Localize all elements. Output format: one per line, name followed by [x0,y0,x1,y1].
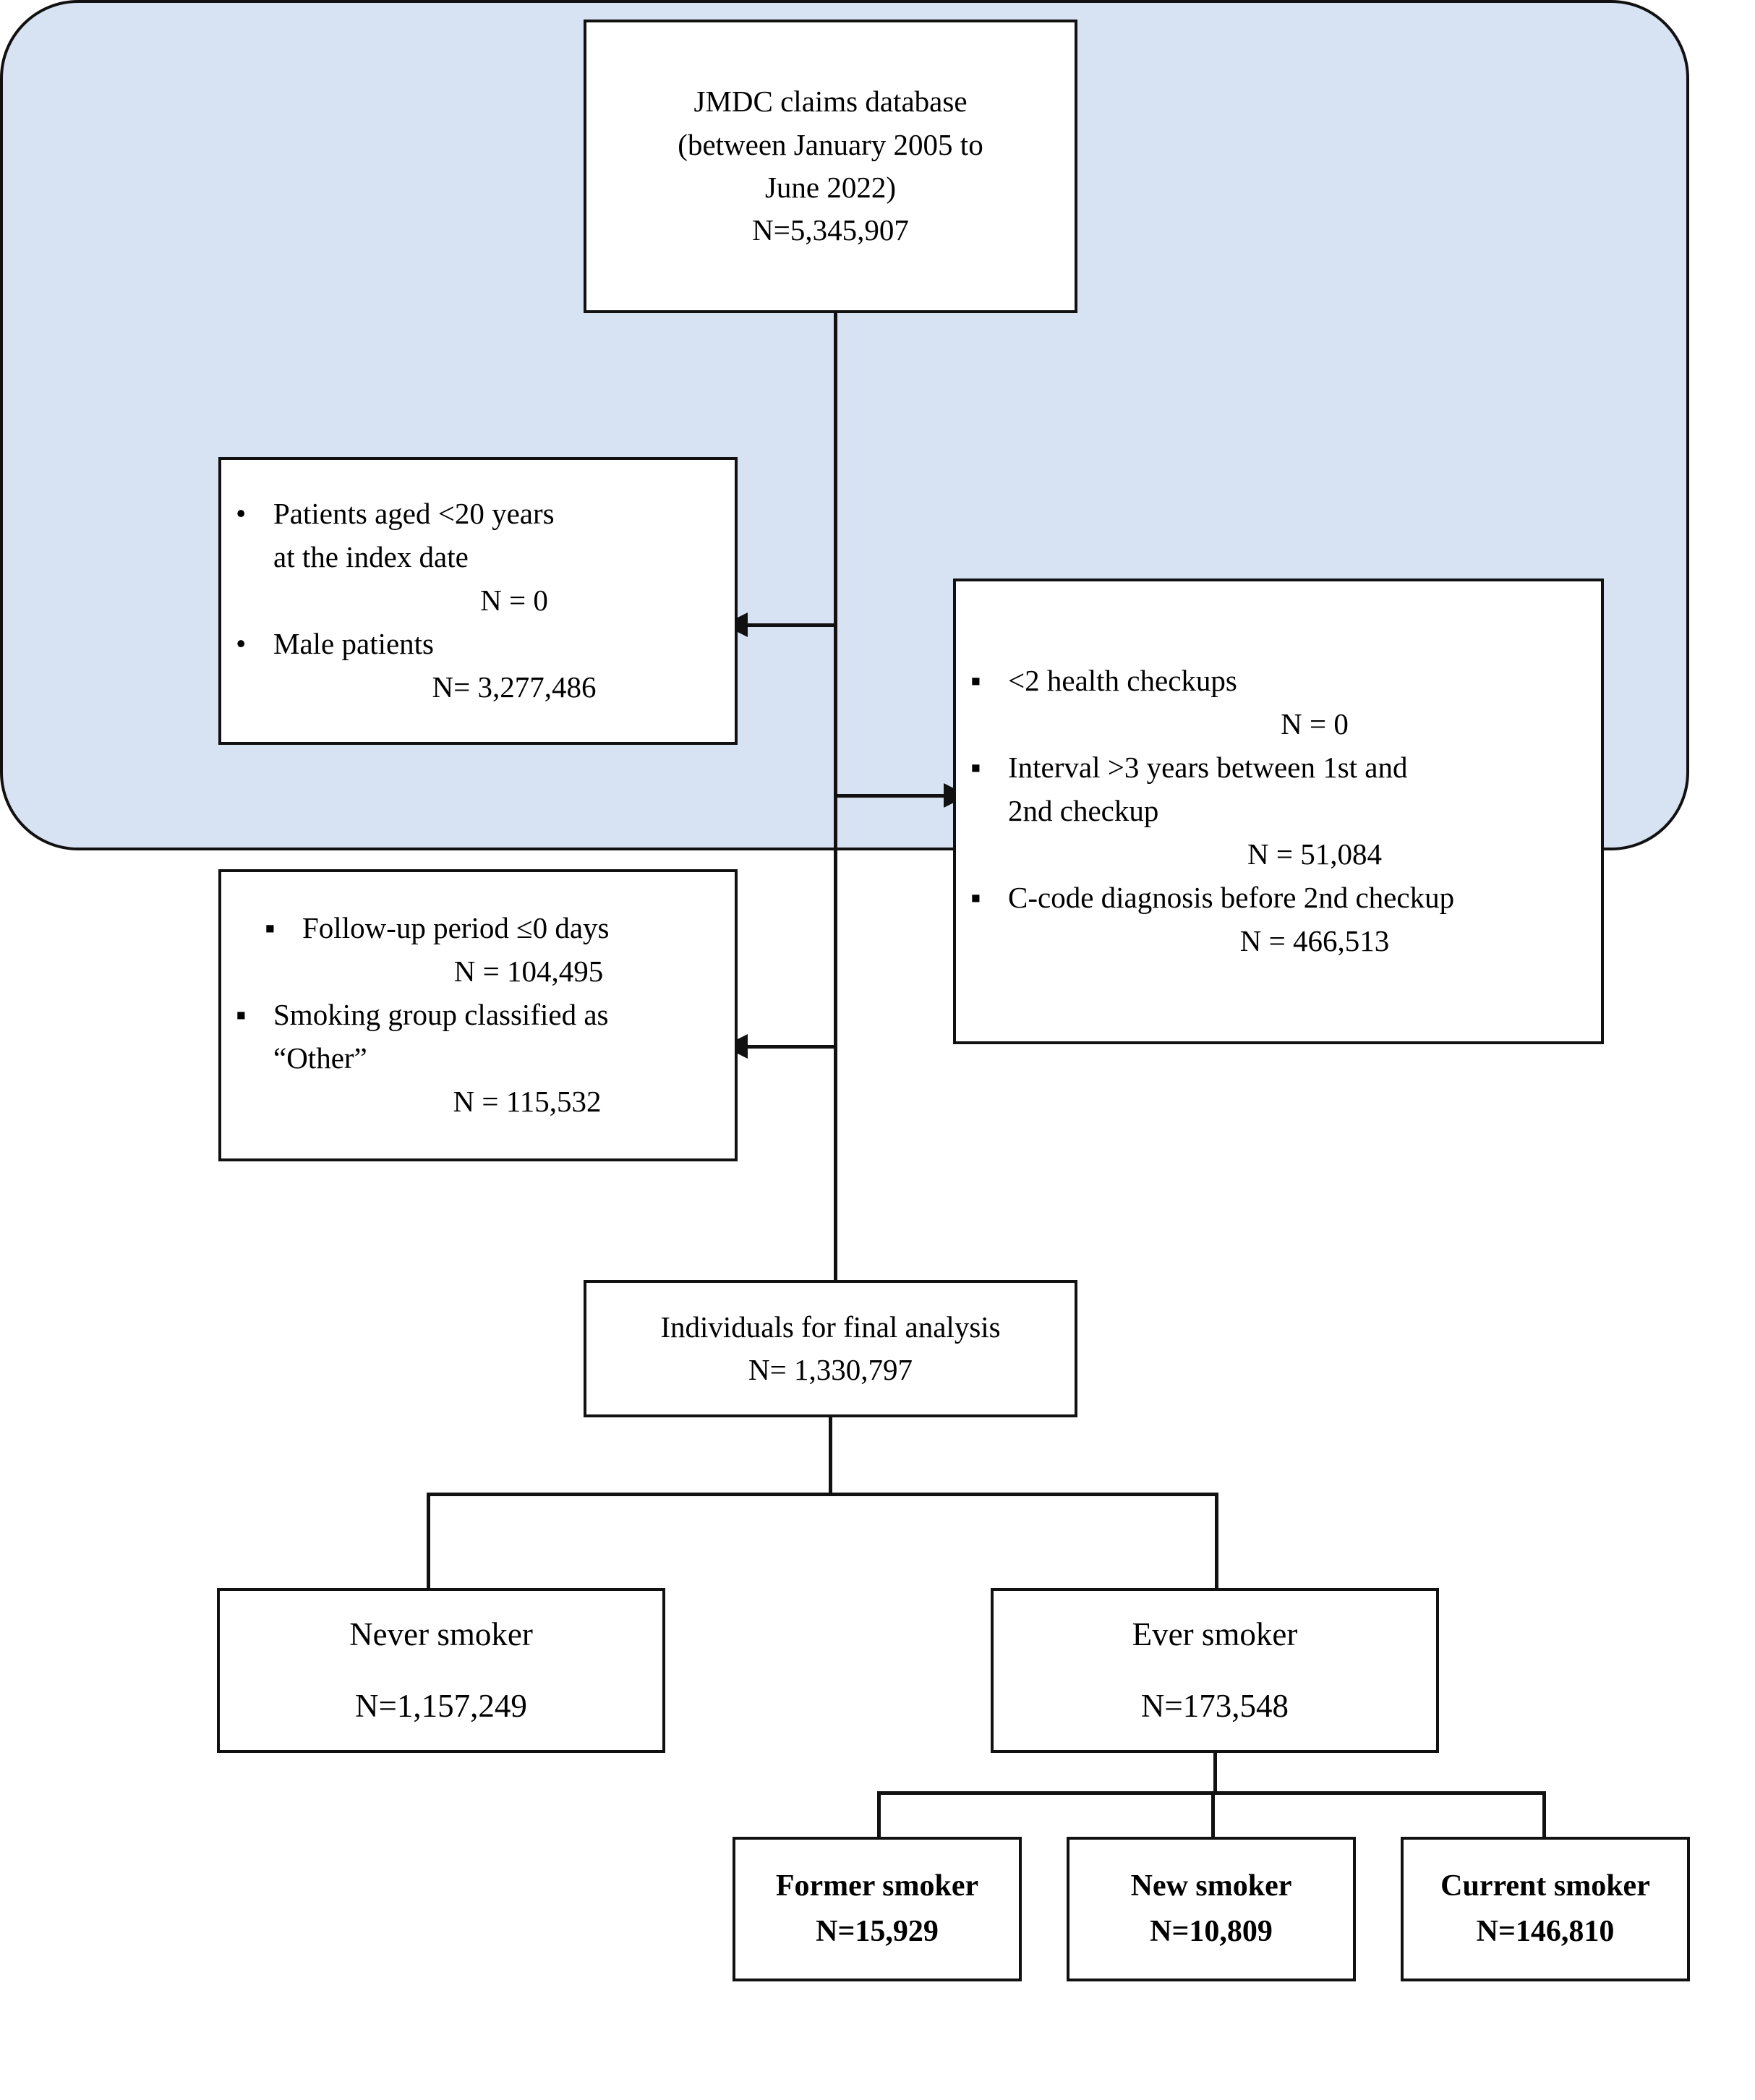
connector-to-exclusion-right-1 [834,794,953,798]
group-box-current-smoker: Current smoker N=146,810 [1401,1837,1690,1981]
connector-to-exclusion-left-1 [738,623,835,627]
exclusion-count: N= 3,277,486 [432,670,597,704]
exclusion-text-line-1: Patients aged <20 years [273,497,555,531]
exclusion-count: N = 466,513 [1239,923,1390,957]
connector-final-down [829,1417,832,1495]
exclusion-count: N = 115,532 [453,1084,602,1118]
current-smoker-label: Current smoker [1440,1869,1650,1903]
group-box-never-smoker: Never smoker N=1,157,249 [217,1588,665,1753]
source-count: N=5,345,907 [752,213,909,247]
bullet-dot-icon: • [236,497,247,531]
exclusion-count: N = 0 [480,584,548,618]
exclusion-item-text: Male patients N= 3,277,486 [273,623,716,709]
exclusion-item: • Male patients N= 3,277,486 [236,623,716,709]
exclusion-item-text: <2 health checkups N = 0 [1008,660,1582,746]
exclusion-text-line-2: “Other” [273,1041,367,1075]
exclusion-text-line-2: 2nd checkup [1008,794,1159,828]
connector-level1-bar [427,1493,1218,1496]
exclusion-text-line-1: <2 health checkups [1008,664,1237,698]
bullet-square-icon: ▪ [970,880,981,914]
exclusion-item: ▪ C-code diagnosis before 2nd checkup N … [970,876,1582,963]
exclusion-text-line-1: Male patients [273,626,435,660]
exclusion-box-left-2: ▪ Follow-up period ≤0 days N = 104,495 ▪… [218,869,738,1161]
source-database-box: JMDC claims database (between January 20… [584,20,1077,313]
exclusion-item: ▪ <2 health checkups N = 0 [970,660,1582,746]
exclusion-text-line-2: at the index date [273,540,469,574]
source-line-1: JMDC claims database [693,85,968,119]
exclusion-box-left-1: • Patients aged <20 years at the index d… [218,457,738,745]
exclusion-text-line-1: Smoking group classified as [273,998,609,1032]
exclusion-item: ▪ Follow-up period ≤0 days N = 104,495 [236,907,716,994]
spacer [220,1658,662,1683]
final-count: N= 1,330,797 [748,1353,913,1386]
connector-ever-down [1213,1753,1217,1793]
group-box-former-smoker: Former smoker N=15,929 [733,1837,1022,1981]
bullet-square-icon: ▪ [970,751,981,785]
exclusion-item-text: C-code diagnosis before 2nd checkup N = … [1008,876,1582,963]
new-smoker-count: N=10,809 [1150,1915,1273,1948]
new-smoker-label: New smoker [1130,1869,1292,1903]
connector-former-drop [877,1791,881,1838]
connector-never-drop [427,1493,430,1589]
exclusion-item-text: Follow-up period ≤0 days N = 104,495 [302,907,716,994]
final-analysis-box: Individuals for final analysis N= 1,330,… [584,1280,1077,1417]
exclusion-item: ▪ Interval >3 years between 1st and 2nd … [970,746,1582,876]
current-smoker-count: N=146,810 [1476,1915,1615,1948]
exclusion-count: N = 51,084 [1247,837,1382,871]
bullet-square-icon: ▪ [236,998,247,1032]
exclusion-item: • Patients aged <20 years at the index d… [236,492,716,623]
source-line-2: (between January 2005 to [678,127,983,161]
exclusion-item-text: Patients aged <20 years at the index dat… [273,492,716,623]
exclusion-box-right-1: ▪ <2 health checkups N = 0 ▪ Interval >3… [953,579,1604,1044]
connector-ever-drop [1215,1493,1218,1589]
exclusion-count: N = 104,495 [453,955,604,989]
bullet-square-icon: ▪ [265,911,276,945]
group-box-ever-smoker: Ever smoker N=173,548 [991,1588,1439,1753]
ever-smoker-count: N=173,548 [1140,1688,1289,1724]
never-smoker-label: Never smoker [349,1615,533,1652]
bullet-square-icon: ▪ [970,664,981,698]
exclusion-text-line-1: Interval >3 years between 1st and [1008,751,1408,785]
connector-current-drop [1542,1791,1546,1838]
final-label: Individuals for final analysis [660,1310,1001,1344]
connector-to-exclusion-left-2 [738,1045,835,1049]
exclusion-count: N = 0 [1281,707,1349,741]
group-box-new-smoker: New smoker N=10,809 [1067,1837,1356,1981]
spacer [994,1658,1436,1683]
exclusion-text-line-1: Follow-up period ≤0 days [302,911,610,945]
former-smoker-label: Former smoker [775,1869,979,1903]
former-smoker-count: N=15,929 [816,1915,939,1948]
never-smoker-count: N=1,157,249 [355,1688,527,1724]
exclusion-item-text: Interval >3 years between 1st and 2nd ch… [1008,746,1582,876]
bullet-dot-icon: • [236,626,247,660]
connector-new-drop [1211,1791,1215,1838]
source-line-3: June 2022) [764,171,897,204]
exclusion-text-line-1: C-code diagnosis before 2nd checkup [1008,880,1455,914]
ever-smoker-label: Ever smoker [1132,1615,1298,1652]
exclusion-item-text: Smoking group classified as “Other” N = … [273,994,716,1124]
exclusion-item: ▪ Smoking group classified as “Other” N … [236,994,716,1124]
